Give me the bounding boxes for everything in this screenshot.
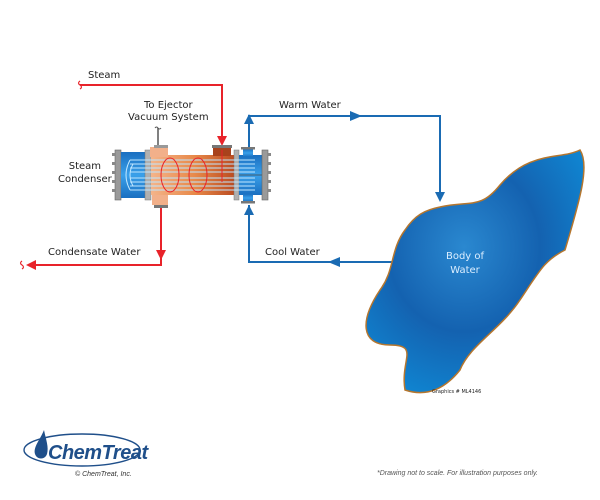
cool-water-line — [244, 205, 393, 267]
condenser-label-line1: Steam — [68, 161, 102, 172]
steam-label: Steam — [88, 70, 121, 81]
brand-name: ChemTreat — [48, 442, 148, 464]
steam-line — [77, 80, 227, 146]
cool-water-label: Cool Water — [265, 247, 320, 258]
body-of-water-label: Body of Water — [440, 250, 490, 278]
condenser-label: Steam Condenser — [58, 160, 112, 186]
warm-water-label: Warm Water — [279, 100, 341, 111]
body-of-water-line1: Body of — [445, 251, 485, 262]
chemtreat-logo — [23, 430, 141, 467]
body-of-water — [365, 149, 585, 394]
ejector-label: To Ejector Vacuum System — [128, 100, 209, 124]
condensate-label: Condensate Water — [48, 247, 141, 258]
disclaimer: *Drawing not to scale. For illustration … — [377, 470, 538, 477]
ejector-label-line2: Vacuum System — [128, 112, 209, 123]
copyright: © ChemTreat, Inc. — [75, 471, 132, 478]
ejector-label-line1: To Ejector — [143, 100, 193, 111]
warm-water-line — [244, 111, 445, 202]
body-of-water-line2: Water — [450, 265, 480, 276]
condenser-label-line2: Condenser — [58, 174, 112, 185]
condensate-line — [19, 208, 166, 270]
graphics-id: Graphics # ML4146 — [432, 389, 482, 395]
steam-condenser — [112, 145, 271, 208]
